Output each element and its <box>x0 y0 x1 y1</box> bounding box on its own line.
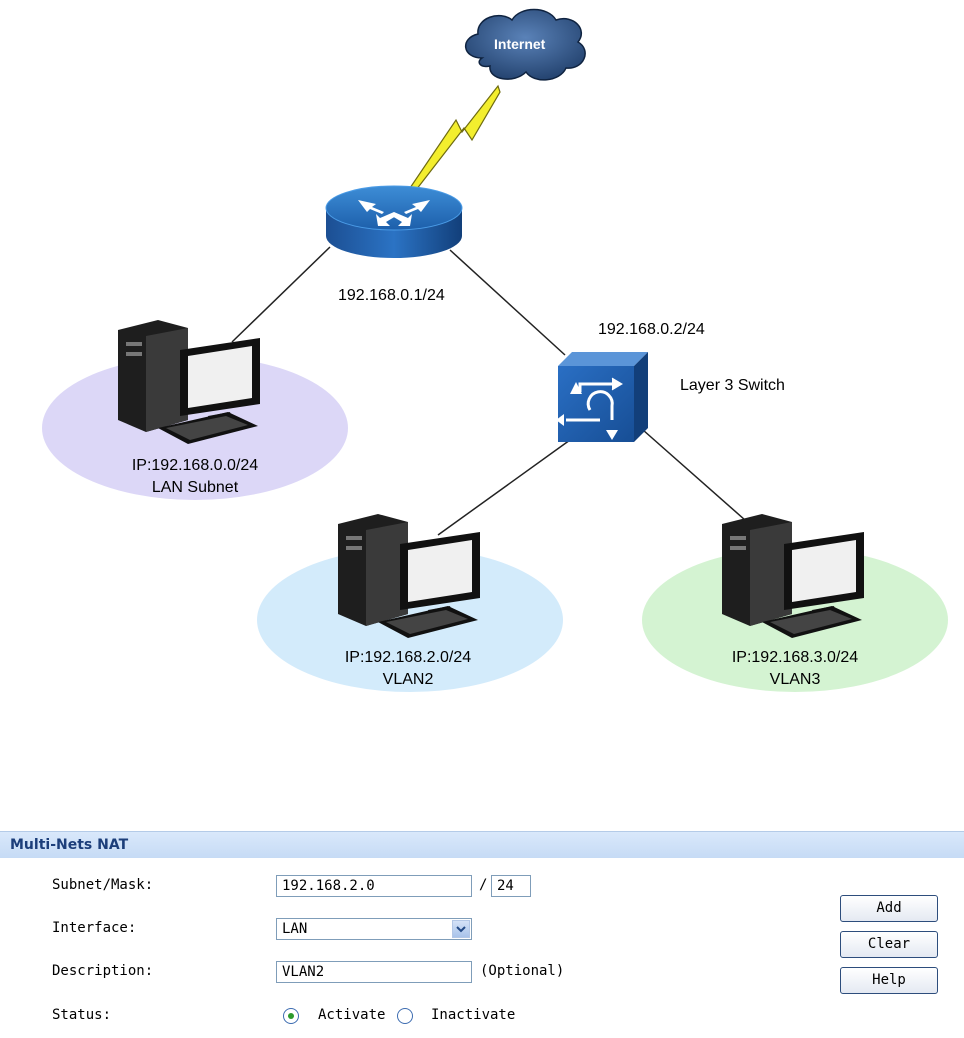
layer3-switch-icon <box>556 352 648 442</box>
mask-separator: / <box>479 877 487 893</box>
router-ip-label: 192.168.0.1/24 <box>338 287 445 304</box>
interface-label: Interface: <box>52 920 136 936</box>
description-input[interactable]: VLAN2 <box>276 961 472 983</box>
description-label: Description: <box>52 963 153 979</box>
chevron-down-icon[interactable] <box>452 920 470 938</box>
subnet-input[interactable]: 192.168.2.0 <box>276 875 472 897</box>
clear-button[interactable]: Clear <box>840 931 938 958</box>
interface-select[interactable]: LAN <box>276 918 472 940</box>
lan-ip-label: IP:192.168.0.0/24 <box>132 457 258 474</box>
switch-name-label: Layer 3 Switch <box>680 377 785 394</box>
panel-title: Multi-Nets NAT <box>10 837 128 853</box>
lightning-bolt-icon <box>410 86 500 190</box>
activate-label[interactable]: Activate <box>318 1007 385 1023</box>
router-icon <box>326 186 462 258</box>
status-label: Status: <box>52 1007 111 1023</box>
multi-nets-nat-panel: Multi-Nets NAT Subnet/Mask: 192.168.2.0 … <box>0 831 964 1038</box>
subnet-mask-label: Subnet/Mask: <box>52 877 153 893</box>
lan-name-label: LAN Subnet <box>152 479 239 496</box>
vlan2-ip-label: IP:192.168.2.0/24 <box>345 649 471 666</box>
panel-header: Multi-Nets NAT <box>0 831 964 858</box>
inactivate-label[interactable]: Inactivate <box>431 1007 515 1023</box>
cloud-label: Internet <box>494 36 546 52</box>
switch-ip-label: 192.168.0.2/24 <box>598 321 705 338</box>
vlan2-name-label: VLAN2 <box>383 671 434 688</box>
lan-computer-icon <box>118 320 260 444</box>
add-button[interactable]: Add <box>840 895 938 922</box>
network-diagram: Internet <box>0 0 964 820</box>
vlan2-computer-icon <box>338 514 480 638</box>
activate-radio[interactable] <box>283 1008 299 1024</box>
inactivate-radio[interactable] <box>397 1008 413 1024</box>
help-button[interactable]: Help <box>840 967 938 994</box>
vlan3-name-label: VLAN3 <box>770 671 821 688</box>
interface-selected-value: LAN <box>282 921 307 937</box>
optional-note: (Optional) <box>480 963 564 979</box>
mask-input[interactable]: 24 <box>491 875 531 897</box>
vlan3-ip-label: IP:192.168.3.0/24 <box>732 649 858 666</box>
radio-selected-dot <box>288 1013 294 1019</box>
vlan3-computer-icon <box>722 514 864 638</box>
